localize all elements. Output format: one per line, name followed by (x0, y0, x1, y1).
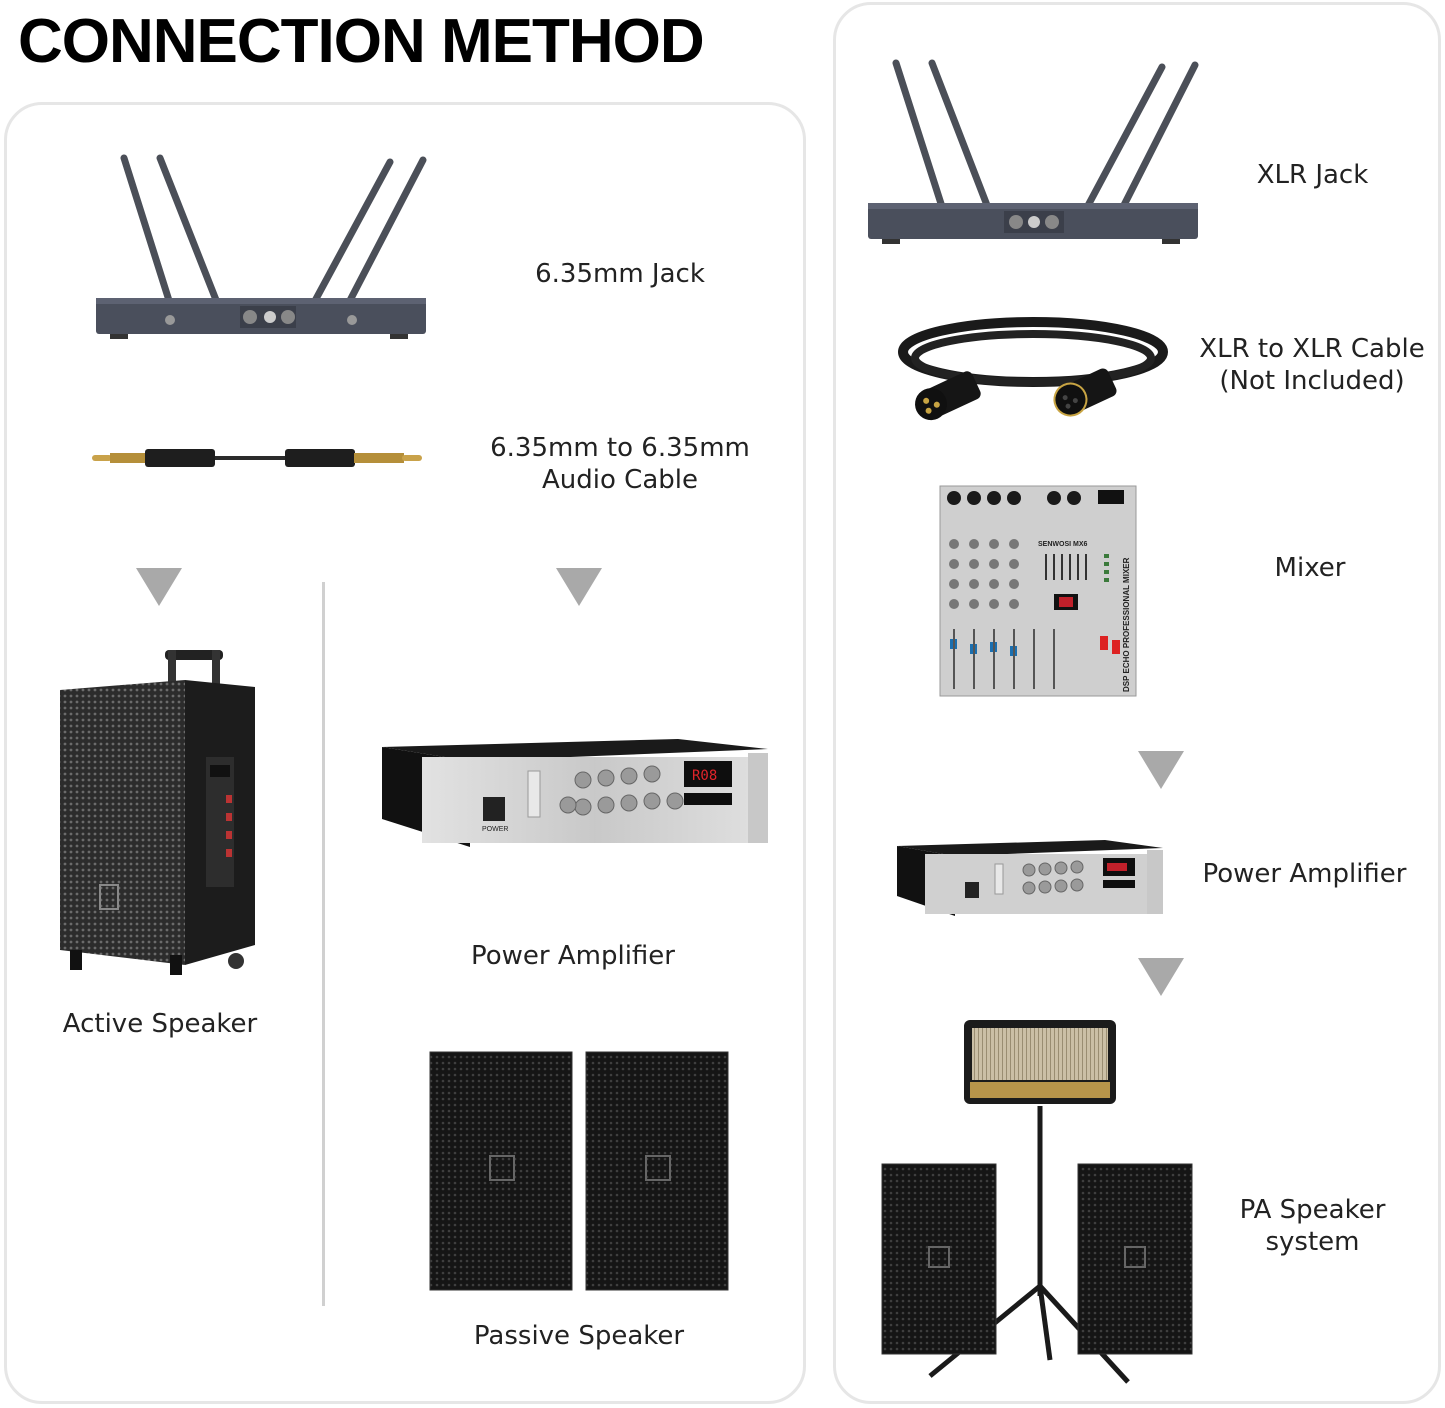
pa-speaker-label-line2: system (1265, 1227, 1360, 1257)
down-arrow-icon (1138, 958, 1184, 996)
mixer-side-text: DSP ECHO PROFESSIONAL MIXER (1122, 557, 1131, 692)
pa-speaker-label-line1: PA Speaker (1239, 1195, 1386, 1225)
right-power-amplifier-image (897, 840, 1163, 916)
xlr-jack-label: XLR Jack (1256, 160, 1369, 190)
xlr-cable-image (898, 317, 1168, 421)
pa-speaker-label: PA Speaker system (1205, 1194, 1420, 1258)
mixer-label: Mixer (1274, 553, 1346, 583)
right-power-amplifier-label: Power Amplifier (1202, 859, 1407, 889)
column-divider (322, 582, 325, 1306)
xlr-cable-label-line1: XLR to XLR Cable (1199, 334, 1425, 364)
down-arrow-icon (136, 568, 182, 606)
page-title: CONNECTION METHOD (18, 7, 705, 76)
active-speaker-label: Active Speaker (62, 1009, 258, 1039)
passive-speaker-label: Passive Speaker (473, 1321, 685, 1351)
amp-display-text: R08 (692, 768, 717, 784)
cable-label-line1: 6.35mm to 6.35mm (490, 433, 750, 463)
mixer-brand-text: SENWOSI MX6 (1038, 541, 1088, 548)
mixer-image: SENWOSI MX6 DSP ECHO PROFESSIONAL MIXER (939, 485, 1137, 697)
passive-speaker-image (429, 1051, 729, 1291)
jack-label: 6.35mm Jack (535, 259, 705, 289)
power-amplifier-image: POWER R08 (382, 739, 768, 847)
xlr-receiver-image (868, 59, 1199, 244)
xlr-cable-label: XLR to XLR Cable (Not Included) (1192, 333, 1432, 397)
amp-power-text: POWER (482, 826, 508, 833)
down-arrow-icon (1138, 751, 1184, 789)
xlr-cable-label-line2: (Not Included) (1219, 366, 1405, 396)
pa-speaker-system-image (881, 1020, 1193, 1384)
cable-label-line2: Audio Cable (542, 465, 698, 495)
audio-cable-image (92, 449, 422, 467)
wireless-receiver-image (96, 154, 427, 339)
down-arrow-icon (556, 568, 602, 606)
active-speaker-image (60, 650, 255, 975)
left-power-amplifier-label: Power Amplifier (470, 941, 675, 971)
cable-label: 6.35mm to 6.35mm Audio Cable (480, 432, 760, 496)
